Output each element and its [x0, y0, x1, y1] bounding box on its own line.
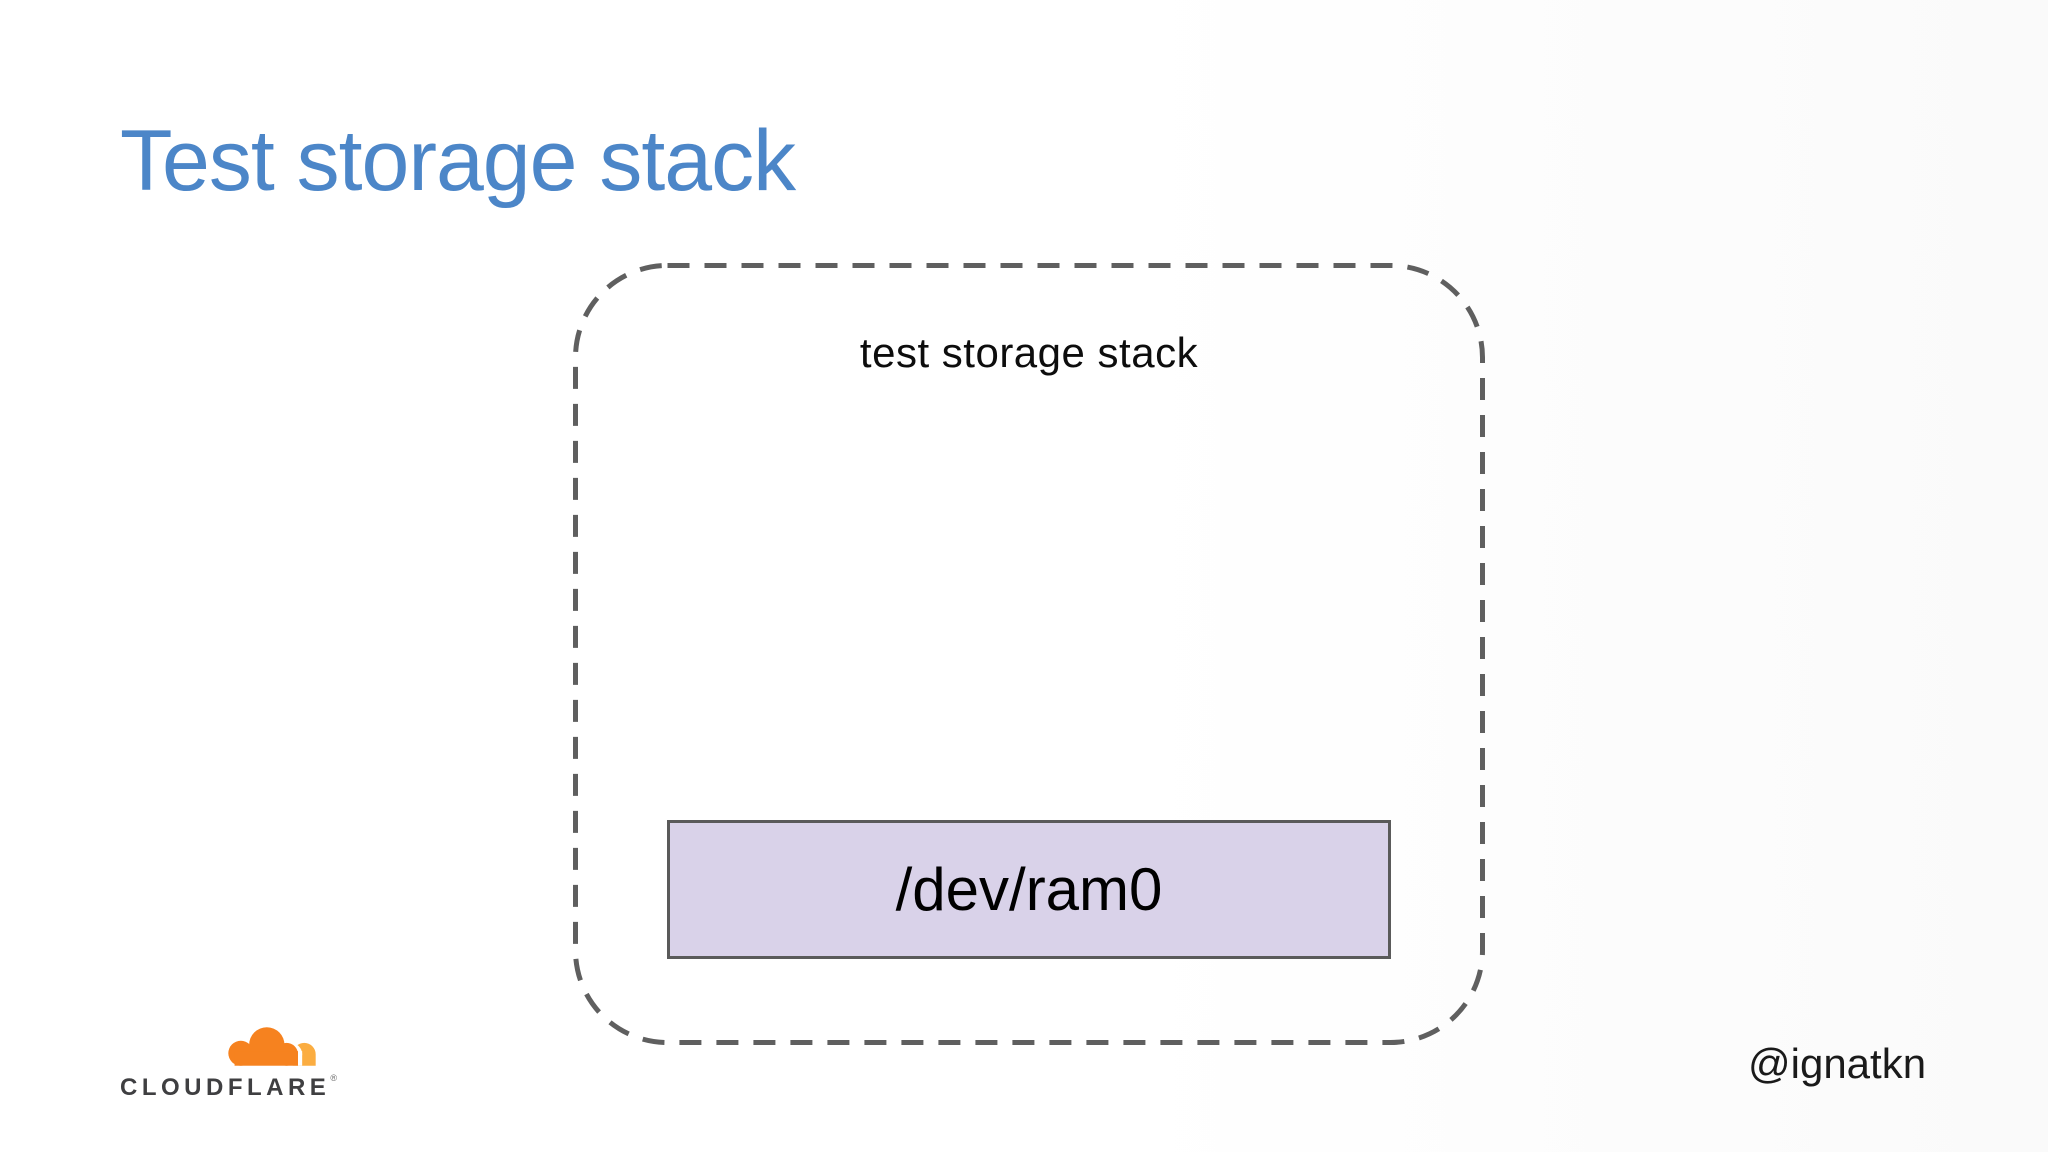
dev-ram0-block: /dev/ram0: [667, 820, 1391, 959]
cloudflare-cloud-icon: [228, 1027, 316, 1066]
trademark-symbol: ®: [330, 1073, 337, 1083]
test-storage-stack-container: test storage stack /dev/ram0: [573, 263, 1485, 1045]
cloudflare-wordmark: CLOUDFLARE®: [120, 1073, 337, 1102]
container-label: test storage stack: [859, 329, 1199, 376]
cloudflare-logo: CLOUDFLARE®: [120, 1024, 337, 1102]
cloudflare-wordmark-text: CLOUDFLARE: [120, 1074, 331, 1101]
dashed-border-frame: [573, 263, 1485, 1045]
author-handle: @ignatkn: [1748, 1040, 1927, 1087]
page-title: Test storage stack: [120, 113, 796, 209]
dev-ram0-label: /dev/ram0: [895, 856, 1163, 923]
